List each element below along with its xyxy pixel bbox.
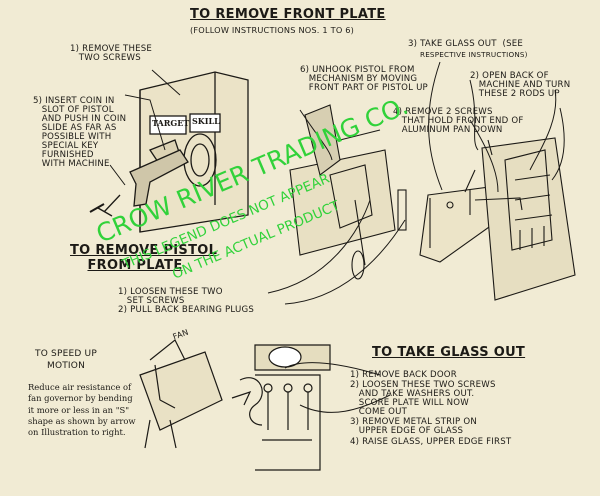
back-mechanism bbox=[464, 137, 576, 301]
cabinet-target-label: TARGET bbox=[152, 118, 190, 128]
arrow-icon bbox=[231, 390, 252, 406]
front-plate-step-5: 5) INSERT COIN IN SLOT OF PISTOL AND PUS… bbox=[33, 96, 127, 170]
front-plate-follow-note: (FOLLOW INSTRUCTIONS Nos. 1 TO 6) bbox=[190, 25, 355, 35]
front-plate-step-3: 3) TAKE GLASS OUT (SEE bbox=[408, 39, 524, 49]
speed-body: Reduce air resistance of fan governor by… bbox=[28, 382, 136, 438]
speed-heading: TO SPEED UP MOTION bbox=[35, 349, 97, 372]
pistol-step-1: 1) LOOSEN THESE TWO SET SCREWS bbox=[118, 287, 223, 307]
fan-governor bbox=[139, 339, 263, 449]
pistol-step-2: 2) PULL BACK BEARING PLUGS bbox=[118, 305, 254, 315]
score-plate bbox=[254, 344, 331, 471]
glass-step-4: 4) RAISE GLASS, UPPER EDGE FIRST bbox=[350, 437, 512, 447]
front-plate-step-4: 4) REMOVE 2 SCREWS THAT HOLD FRONT END O… bbox=[393, 107, 524, 136]
glass-step-3: 3) REMOVE METAL STRIP ON UPPER EDGE OF G… bbox=[350, 417, 477, 437]
front-plate-heading: TO REMOVE FRONT PLATE bbox=[190, 7, 386, 22]
pistol-drawing bbox=[89, 149, 189, 217]
glass-step-1: 1) REMOVE BACK DOOR bbox=[350, 370, 457, 380]
pointer-lines bbox=[109, 61, 565, 413]
cabinet-skill-label: SKILL bbox=[192, 116, 220, 126]
pistol-heading-line1: TO REMOVE PISTOL bbox=[70, 243, 218, 258]
front-plate-step-1: 1) REMOVE THESE TWO SCREWS bbox=[70, 44, 153, 64]
cabinet-drawing bbox=[139, 71, 249, 233]
front-plate-step-2: 2) OPEN BACK OF MACHINE AND TURN THESE 2… bbox=[470, 71, 571, 100]
front-plate-step-6: 6) UNHOOK PISTOL FROM MECHANISM BY MOVIN… bbox=[300, 65, 428, 94]
front-plate-step-3-note: RESPECTIVE INSTRUCTIONS) bbox=[420, 50, 528, 59]
glass-step-2: 2) LOOSEN THESE TWO SCREWS AND TAKE WASH… bbox=[350, 380, 496, 418]
glass-heading: TO TAKE GLASS OUT bbox=[372, 345, 526, 360]
pistol-heading-line2: FROM PLATE bbox=[87, 258, 183, 273]
